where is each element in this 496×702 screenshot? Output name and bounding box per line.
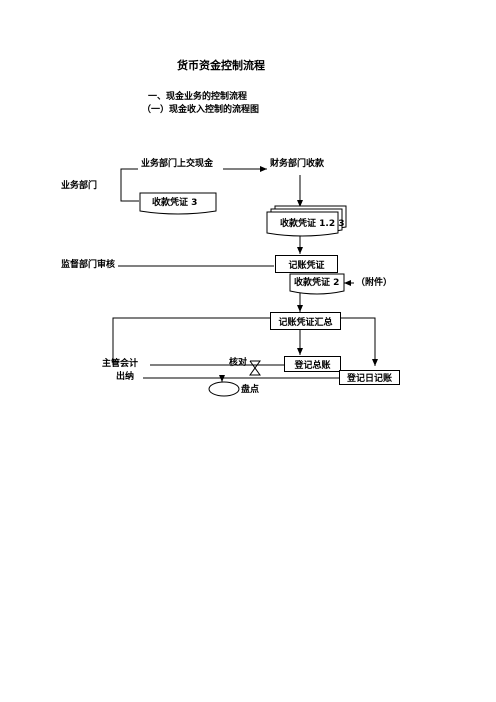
summary-right-branch	[341, 317, 378, 366]
dept-label: 业务部门	[61, 181, 98, 191]
receipt123-label: 收款凭证 1.2 3	[280, 219, 345, 229]
inventory-count-label: 盘点	[241, 385, 260, 395]
page-title: 货币资金控制流程	[177, 59, 265, 72]
voucher-label: 记账凭证	[288, 260, 325, 271]
reconcile-label: 核对	[229, 358, 248, 368]
cash-journal-label: 登记日记账	[346, 374, 392, 384]
summary-left-branch	[112, 317, 270, 365]
general-ledger-label: 登记总账	[294, 360, 331, 371]
inventory-count-ellipse	[208, 381, 240, 397]
attachment-label: （附件）	[356, 278, 393, 288]
cashier-label: 出纳	[116, 372, 135, 382]
dept-bracket	[120, 168, 139, 202]
voucher-summary-label: 记账凭证汇总	[278, 317, 333, 328]
voucher-box: 记账凭证	[275, 255, 338, 273]
receipt2-label: 收款凭证 2	[294, 278, 340, 288]
subsection-heading: （一）现金收入控制的流程图	[142, 105, 260, 115]
general-ledger-box: 登记总账	[284, 356, 341, 372]
voucher-summary-box: 记账凭证汇总	[270, 312, 341, 330]
supervisor-label: 监督部门审核	[61, 260, 116, 270]
chief-accountant-label: 主管会计	[102, 359, 139, 369]
reconcile-symbol	[249, 360, 261, 376]
section-heading: 一、现金业务的控制流程	[148, 92, 248, 102]
dept-submit-label: 业务部门上交现金	[141, 159, 214, 169]
cash-journal-box: 登记日记账	[339, 370, 400, 385]
receipt3-label: 收款凭证 3	[152, 198, 198, 208]
finance-receive-label: 财务部门收款	[270, 159, 325, 169]
